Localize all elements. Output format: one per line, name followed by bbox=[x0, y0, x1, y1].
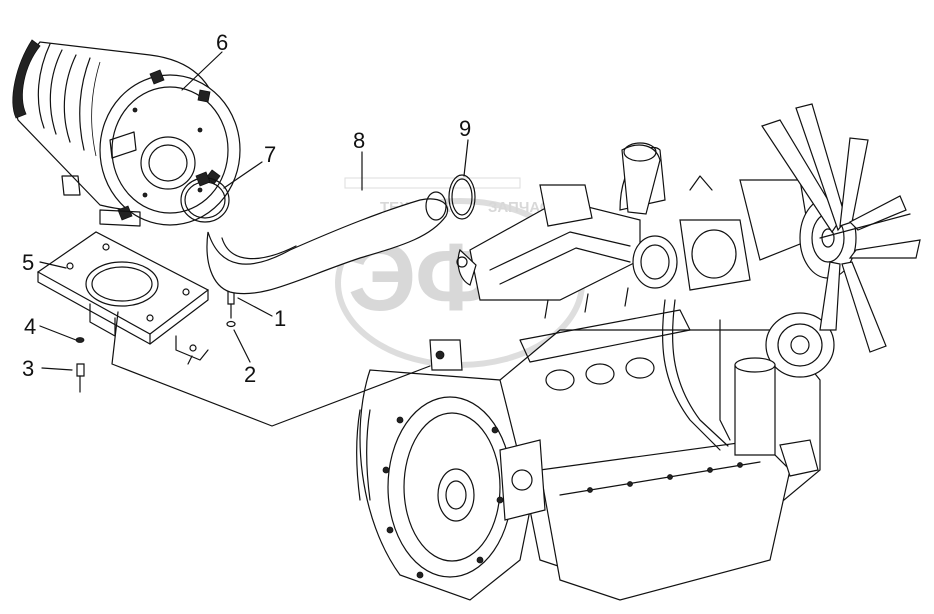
cooling-fan bbox=[761, 103, 921, 353]
leader-2 bbox=[233, 329, 251, 363]
leader-9 bbox=[463, 139, 469, 177]
hose-clamp-9 bbox=[448, 174, 476, 220]
callout-8: 8 bbox=[353, 128, 365, 153]
callout-numbers: 6 7 8 9 5 1 4 2 3 bbox=[22, 30, 471, 387]
leader-3 bbox=[41, 367, 73, 371]
leader-5 bbox=[39, 261, 67, 269]
callout-3: 3 bbox=[22, 356, 34, 381]
leader-4 bbox=[39, 325, 77, 341]
assembly-leader-tick bbox=[187, 355, 193, 365]
hose-clamp-7 bbox=[180, 171, 230, 223]
leader-lines bbox=[39, 51, 469, 427]
mounting-bracket bbox=[36, 231, 210, 361]
callout-9: 9 bbox=[459, 116, 471, 141]
callout-2: 2 bbox=[244, 362, 256, 387]
leader-7 bbox=[223, 161, 263, 189]
callout-5: 5 bbox=[22, 250, 34, 275]
callout-6: 6 bbox=[216, 30, 228, 55]
engine-assembly bbox=[356, 142, 857, 601]
leader-1 bbox=[237, 297, 273, 317]
callout-7: 7 bbox=[264, 142, 276, 167]
bolt-3 bbox=[76, 363, 85, 393]
washer-4 bbox=[75, 337, 85, 343]
callout-4: 4 bbox=[24, 314, 36, 339]
air-filter-housing bbox=[12, 39, 241, 227]
bolt-1 bbox=[227, 289, 235, 319]
washer-2 bbox=[226, 320, 236, 328]
assembly-leader bbox=[111, 311, 431, 427]
callout-1: 1 bbox=[274, 306, 286, 331]
intake-hose bbox=[206, 191, 449, 295]
leader-6 bbox=[181, 51, 223, 91]
